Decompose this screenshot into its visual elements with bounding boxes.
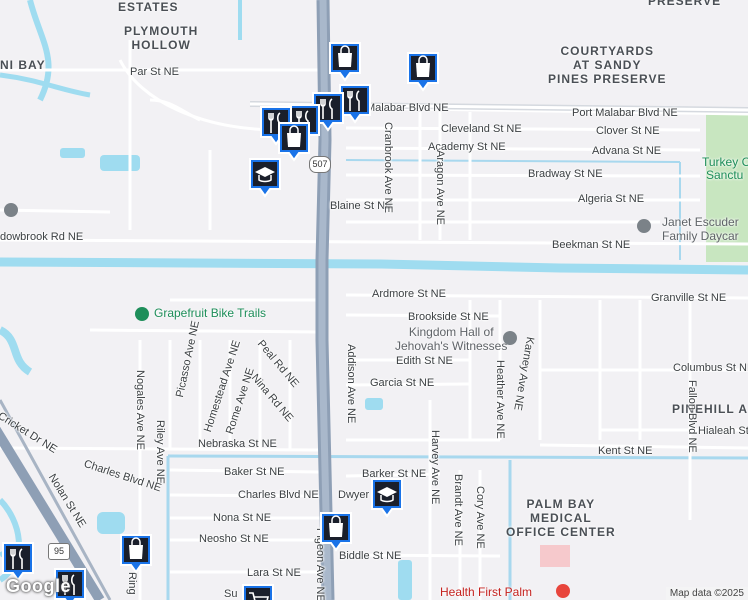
area-courtyards: COURTYARDS AT SANDY PINES PRESERVE: [548, 44, 667, 86]
shopping-cart-marker-icon[interactable]: [240, 582, 276, 600]
street-baker: Baker St NE: [224, 466, 285, 478]
route-507-shield: 507: [309, 156, 331, 173]
street-cory: Cory Ave NE: [474, 486, 486, 549]
restaurant-marker-icon[interactable]: [52, 566, 88, 600]
street-biddle: Biddle St NE: [339, 550, 402, 562]
google-logo: Google: [6, 576, 71, 596]
area-estates: ESTATES: [118, 0, 179, 14]
street-blaine: Blaine St NE: [330, 200, 393, 212]
shopping-bag-marker-icon[interactable]: [276, 120, 312, 162]
canal: [0, 257, 748, 275]
poi-kingdom-hall[interactable]: Kingdom Hall of Jehovah's Witnesses: [395, 325, 508, 353]
street-kent: Kent St NE: [598, 445, 653, 457]
museum-icon[interactable]: [4, 203, 18, 217]
street-brookside: Brookside St NE: [408, 311, 489, 323]
school-marker-icon[interactable]: [247, 156, 283, 198]
area-palm-bay-medical: PALM BAY MEDICAL OFFICE CENTER: [506, 497, 616, 539]
park-icon[interactable]: [135, 307, 149, 321]
street-brandt: Brandt Ave NE: [452, 474, 464, 546]
street-barker: Barker St NE: [362, 468, 427, 480]
hospital-icon[interactable]: [556, 584, 570, 598]
hospital-area: [540, 545, 570, 567]
street-port-malabar: Port Malabar Blvd NE: [572, 107, 678, 119]
poi-janet-escuder[interactable]: Janet Escuder: [662, 215, 739, 229]
pond-west: [0, 326, 33, 376]
street-cranbrook: Cranbrook Ave NE: [382, 122, 394, 213]
street-malabar: Malabar Blvd NE: [366, 102, 449, 114]
park-area: [706, 112, 748, 262]
street-edith: Edith St NE: [396, 355, 453, 367]
street-advana: Advana St NE: [592, 145, 662, 157]
street-columbus: Columbus St NE: [673, 362, 748, 374]
interstate-95-shield: 95: [48, 543, 70, 560]
street-su: Su: [224, 588, 238, 600]
street-addison: Addison Ave NE: [345, 344, 357, 424]
poi-health-first[interactable]: Health First Palm: [440, 585, 533, 599]
street-heather: Heather Ave NE: [494, 360, 506, 439]
canal-nw: [27, 0, 52, 102]
street-fallon: Fallon Blvd NE: [686, 380, 698, 453]
shopping-bag-marker-icon[interactable]: [405, 50, 441, 92]
street-granville: Granville St NE: [651, 292, 727, 304]
street-hialeah: Hialeah St: [698, 425, 748, 437]
poi-grapefruit-bike-trails[interactable]: Grapefruit Bike Trails: [154, 306, 267, 320]
street-garcia: Garcia St NE: [370, 377, 435, 389]
map-attribution[interactable]: Map data ©2025: [665, 587, 748, 600]
street-riley: Riley Ave NE: [154, 420, 166, 484]
street-cleveland: Cleveland St NE: [441, 123, 522, 135]
street-nebraska: Nebraska St NE: [198, 438, 277, 450]
street-ring: Ring: [126, 572, 138, 595]
street-harvey: Harvey Ave NE: [429, 430, 441, 505]
street-par: Par St NE: [130, 66, 179, 78]
shopping-bag-marker-icon[interactable]: [327, 40, 363, 82]
street-ardmore: Ardmore St NE: [372, 288, 446, 300]
street-charles-blvd: Charles Blvd NE: [238, 489, 319, 501]
poi-turkey-creek[interactable]: Turkey C: [702, 155, 748, 169]
restaurant-marker-icon[interactable]: [0, 540, 36, 582]
area-pinehill: PINEHILL A: [672, 402, 748, 416]
area-ni-bay: NI BAY: [0, 58, 46, 72]
street-neosho: Neosho St NE: [199, 533, 269, 545]
area-preserve: PRESERVE: [648, 0, 722, 8]
street-beekman: Beekman St NE: [552, 239, 631, 251]
street-aragon: Aragon Ave NE: [434, 150, 446, 226]
street-meadowbrook: dowbrook Rd NE: [0, 231, 84, 243]
poi-family-daycare[interactable]: Family Daycar: [662, 229, 739, 243]
area-plymouth-hollow: PLYMOUTH HOLLOW: [124, 24, 199, 52]
daycare-icon[interactable]: [637, 219, 651, 233]
street-academy: Academy St NE: [428, 141, 506, 153]
street-dwyer: Dwyer: [338, 489, 370, 501]
poi-sanctuary[interactable]: Sanctu: [706, 168, 744, 182]
street-nogales: Nogales Ave NE: [134, 370, 146, 450]
school-marker-icon[interactable]: [369, 476, 405, 518]
shopping-bag-marker-icon[interactable]: [118, 532, 154, 574]
street-nona: Nona St NE: [213, 512, 272, 524]
street-algeria: Algeria St NE: [578, 193, 645, 205]
street-lara: Lara St NE: [247, 567, 301, 579]
street-clover: Clover St NE: [596, 125, 660, 137]
church-icon[interactable]: [503, 331, 517, 345]
street-bradway: Bradway St NE: [528, 168, 603, 180]
shopping-bag-marker-icon[interactable]: [318, 510, 354, 552]
